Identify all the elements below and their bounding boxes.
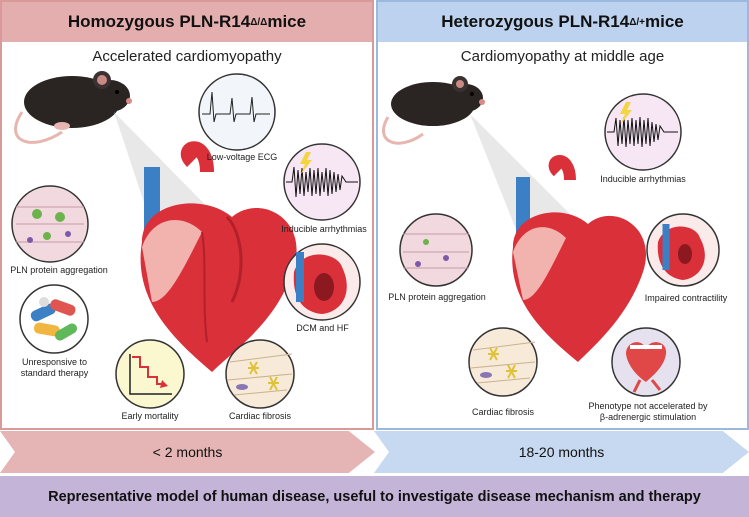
- heterozygous-header-tail: mice: [645, 12, 684, 31]
- unresponsive-label: Unresponsive to standard therapy: [12, 357, 97, 379]
- running-heart-icon: [611, 327, 681, 397]
- ecg-trace-icon: [198, 73, 276, 151]
- contractility-heart-icon: [646, 213, 720, 287]
- heart-icon: [512, 155, 646, 362]
- mortality-chart-icon: [115, 339, 185, 409]
- phenotype-line-2: β-adrenergic stimulation: [599, 411, 697, 422]
- fibrosis-icon: [225, 339, 295, 409]
- arrhythmia-trace-icon: [283, 143, 361, 221]
- unresponsive-line-1: Unresponsive to: [21, 357, 88, 367]
- phenotype-line-1: Phenotype not accelerated by: [588, 401, 708, 411]
- homozygous-timeline-label: < 2 months: [152, 444, 223, 460]
- homozygous-header-tail: mice: [267, 12, 307, 31]
- pills-icon: [19, 284, 89, 354]
- heterozygous-subtitle: Cardiomyopathy at middle age: [460, 48, 665, 65]
- arrhythmia-label: Inducible arrhythmias: [281, 224, 367, 234]
- homozygous-subtitle: Accelerated cardiomyopathy: [92, 48, 282, 65]
- homozygous-timeline-arrow: < 2 months: [0, 431, 375, 473]
- dcm-label: DCM and HF: [296, 323, 349, 333]
- ecg-label: Low-voltage ECG: [206, 152, 278, 162]
- fibrosis-label: Cardiac fibrosis: [228, 411, 292, 421]
- arrhythmia-trace-icon: [604, 93, 682, 171]
- het-aggregation-label: PLN protein aggregation: [388, 292, 486, 302]
- fibrosis-icon: [468, 327, 538, 397]
- aggregation-label: PLN protein aggregation: [10, 265, 108, 275]
- homozygous-header-text: Homozygous PLN-R14: [67, 12, 251, 31]
- homozygous-genotype: Δ/Δ: [250, 16, 268, 28]
- lightning-icon: [620, 102, 632, 124]
- het-fibrosis-label: Cardiac fibrosis: [471, 407, 535, 417]
- unresponsive-line-2: standard therapy: [20, 367, 89, 378]
- contractility-label: Impaired contractility: [644, 293, 728, 303]
- mortality-label: Early mortality: [121, 411, 179, 421]
- protein-aggregation-icon: [11, 185, 89, 263]
- mouse-icon: [14, 71, 132, 144]
- dcm-heart-icon: [283, 243, 361, 321]
- heterozygous-timeline-arrow: 18-20 months: [374, 431, 749, 473]
- lightning-icon: [300, 152, 312, 174]
- heterozygous-timeline-label: 18-20 months: [518, 444, 605, 460]
- heterozygous-illustration: [381, 76, 720, 397]
- mouse-icon: [381, 76, 485, 145]
- footer-text: Representative model of human disease, u…: [48, 488, 701, 505]
- heterozygous-genotype: Δ/+: [629, 16, 646, 28]
- heterozygous-header-text: Heterozygous PLN-R14: [441, 12, 630, 31]
- het-arrhythmia-label: Inducible arrhythmias: [600, 174, 686, 184]
- protein-aggregation-icon: [399, 213, 473, 287]
- heart-icon: [140, 141, 297, 372]
- footer-banner: Representative model of human disease, u…: [0, 476, 749, 517]
- homozygous-illustration: [11, 71, 361, 409]
- phenotype-label: Phenotype not accelerated by β-adrenergi…: [583, 401, 713, 423]
